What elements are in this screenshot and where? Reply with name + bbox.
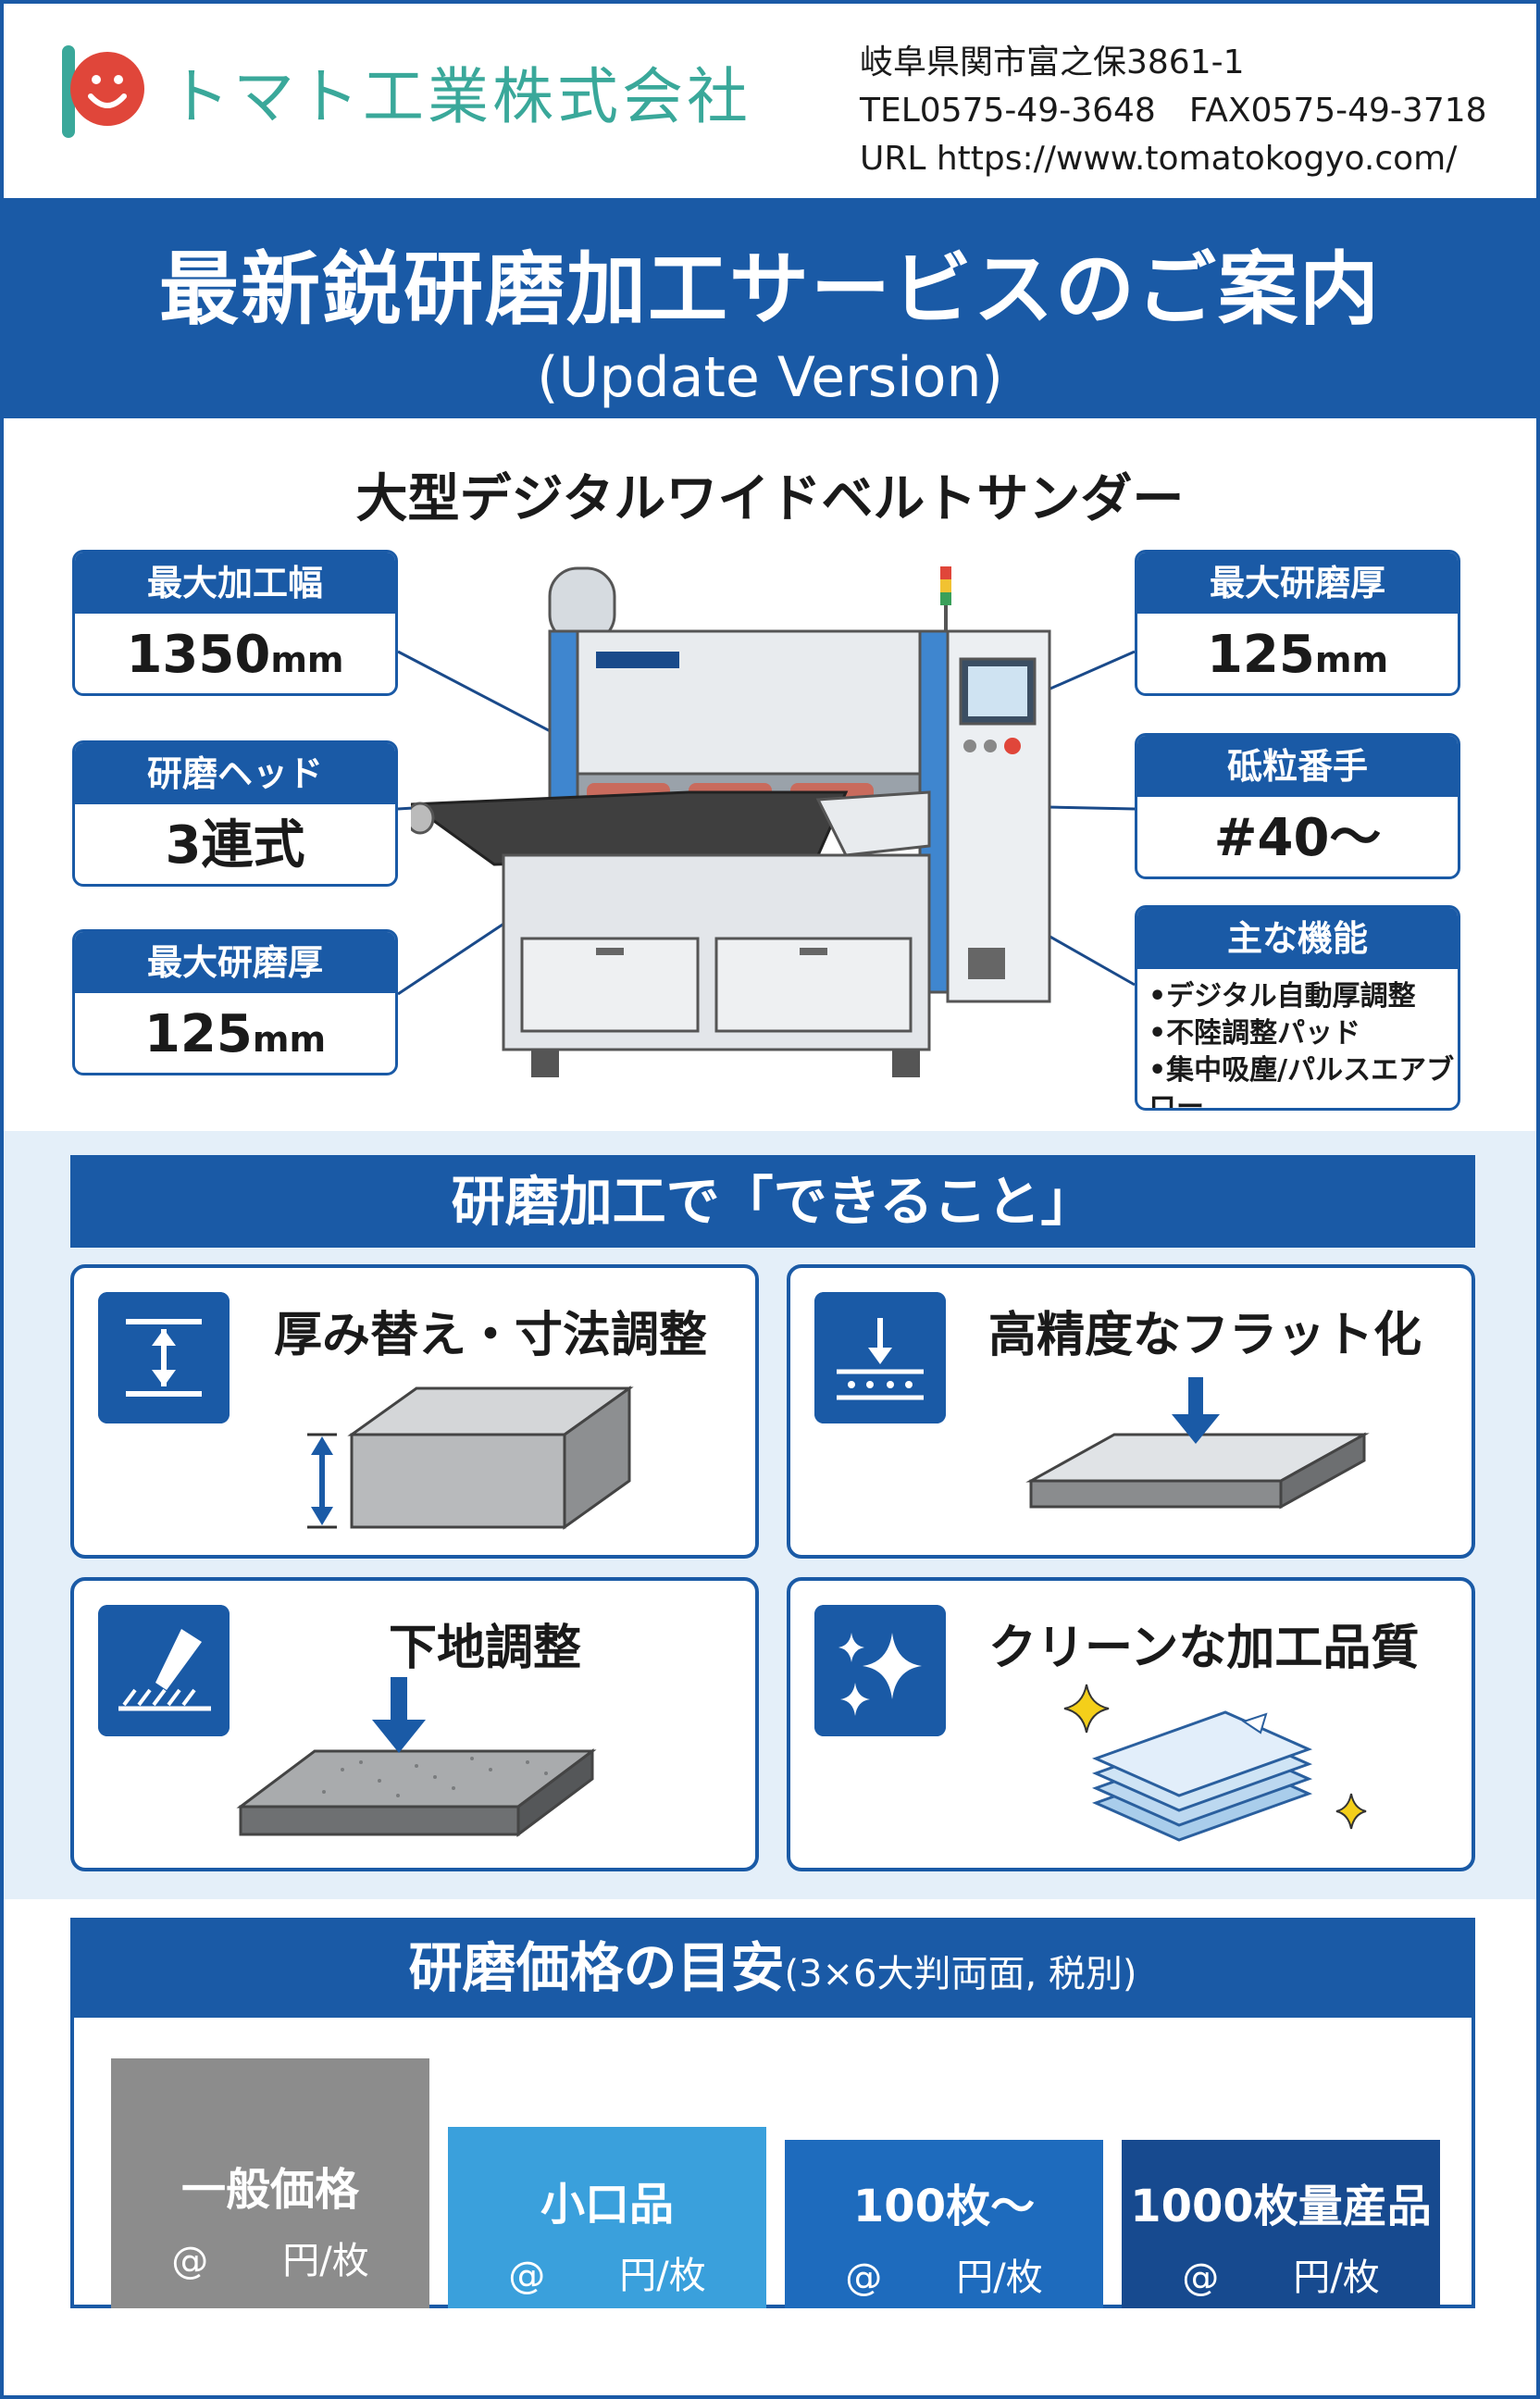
- company-name: トマト工業株式会社: [168, 62, 751, 131]
- feature-item: •不陸調整パッド: [1149, 1017, 1361, 1050]
- card-flatten: 高精度なフラット化: [787, 1264, 1475, 1559]
- card-title: 厚み替え・寸法調整: [274, 1308, 708, 1363]
- card-title: 高精度なフラット化: [988, 1308, 1422, 1363]
- contact-info: 岐阜県関市富之保3861-1 TEL0575-49-3648 FAX0575-4…: [860, 39, 1487, 183]
- capabilities-title: 研磨加工で「できること」: [70, 1155, 1475, 1248]
- website-link[interactable]: URL https://www.tomatokogyo.com/: [860, 140, 1458, 178]
- price-tier-100: 100枚～ @ 円/枚: [785, 2140, 1103, 2308]
- belt-sander-illustration: [411, 566, 1051, 1077]
- flatten-icon: [814, 1292, 946, 1423]
- company-logo[interactable]: トマト工業株式会社: [50, 41, 751, 143]
- pricing-chart: 一般価格 @ 円/枚 小口品 @ 円/枚 100枚～ @ 円/枚 1000枚量産…: [70, 2018, 1475, 2308]
- card-title: クリーンな加工品質: [988, 1621, 1420, 1676]
- pricing-title: 研磨価格の目安(3×6大判両面, 税別): [70, 1918, 1475, 2018]
- banner-subtitle: (Update Version): [537, 345, 1003, 410]
- title-banner: 最新鋭研磨加工サービスのご案内 (Update Version): [4, 198, 1536, 418]
- sparkle-icon: [814, 1605, 946, 1736]
- card-clean-quality: クリーンな加工品質: [787, 1577, 1475, 1871]
- flat-plate-illustration: [1025, 1377, 1370, 1510]
- machine-title: 大型デジタルワイドベルトサンダー: [355, 469, 1185, 529]
- banner-title: 最新鋭研磨加工サービスのご案内: [159, 243, 1381, 336]
- spec-grinding-head: 研磨ヘッド 3連式: [72, 740, 398, 887]
- price-tier-general: 一般価格 @ 円/枚: [111, 2058, 429, 2308]
- block-illustration: [307, 1386, 634, 1530]
- feature-item: •デジタル自動厚調整: [1149, 980, 1416, 1013]
- spec-grit: 砥粒番手 #40～#1000: [1135, 733, 1460, 879]
- card-thickness: 厚み替え・寸法調整: [70, 1264, 759, 1559]
- tel-fax: TEL0575-49-3648 FAX0575-49-3718: [860, 92, 1487, 130]
- thickness-icon: [98, 1292, 230, 1423]
- spec-features: 主な機能 •デジタル自動厚調整 •不陸調整パッド •集中吸塵/パルスエアブロー: [1135, 905, 1460, 1111]
- spec-max-thickness-right: 最大研磨厚 125mm: [1135, 550, 1460, 696]
- sanding-icon: [98, 1605, 230, 1736]
- tomato-logo-icon: [62, 45, 144, 138]
- address: 岐阜県関市富之保3861-1: [860, 44, 1245, 81]
- price-tier-1000: 1000枚量産品 @ 円/枚: [1122, 2140, 1440, 2308]
- card-surface-prep: 下地調整: [70, 1577, 759, 1871]
- feature-item: •集中吸塵/パルスエアブロー: [1149, 1054, 1455, 1111]
- card-title: 下地調整: [389, 1621, 582, 1676]
- rough-board-illustration: [236, 1677, 597, 1837]
- spec-max-thickness-left: 最大研磨厚 125mm: [72, 929, 398, 1075]
- clean-sheets-illustration: [1063, 1684, 1367, 1842]
- spec-max-width: 最大加工幅 1350mm: [72, 550, 398, 696]
- header: トマト工業株式会社 岐阜県関市富之保3861-1 TEL0575-49-3648…: [4, 4, 1536, 198]
- price-tier-small-lot: 小口品 @ 円/枚: [448, 2127, 766, 2308]
